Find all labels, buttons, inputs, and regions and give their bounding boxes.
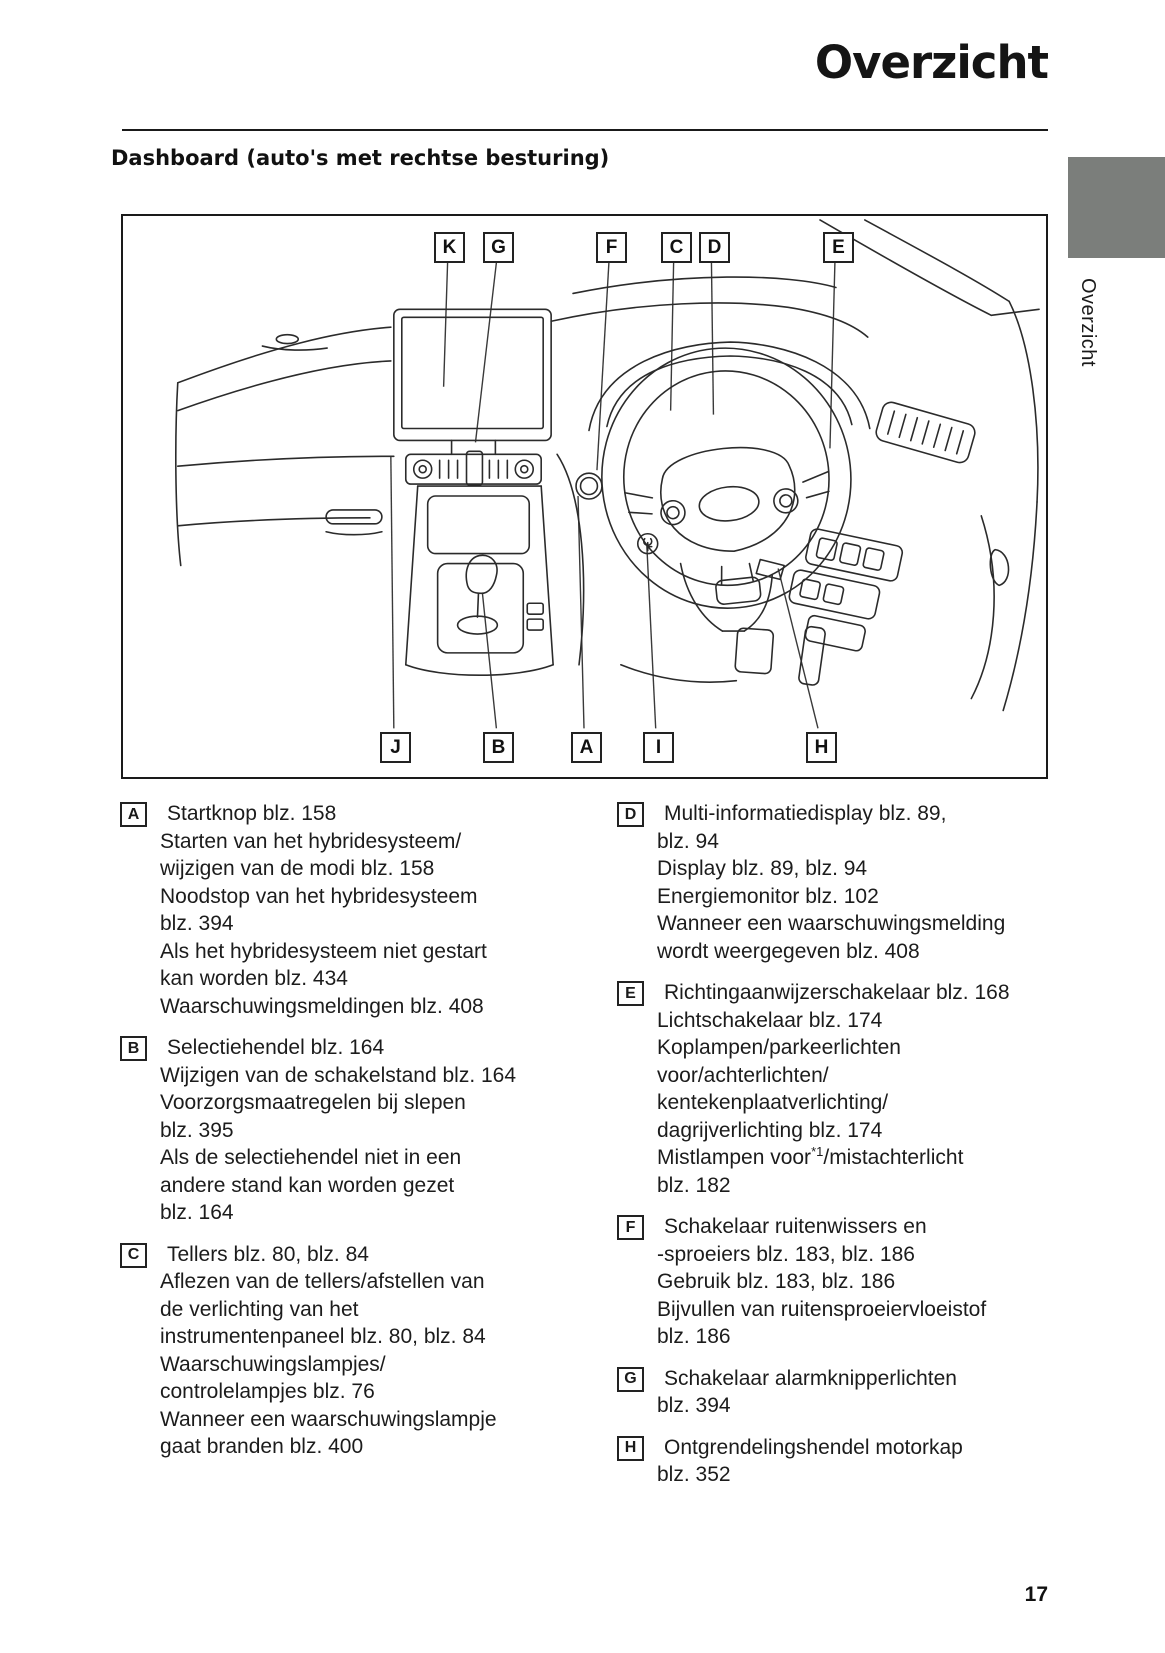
legend-line: Mistlampen voor*1/mistachterlicht	[657, 1144, 964, 1169]
legend-line: Koplampen/parkeerlichten	[657, 1036, 901, 1059]
legend-line: Wanneer een waarschuwingslampje	[160, 1407, 497, 1431]
section-heading: Dashboard (auto's met rechtse besturing)	[111, 146, 610, 170]
legend-line: blz. 394	[160, 912, 234, 935]
legend-line: blz. 395	[160, 1118, 234, 1142]
chapter-tab-label: Overzicht	[1077, 278, 1099, 367]
callout-F: F	[596, 232, 627, 263]
legend-label: H	[617, 1435, 644, 1461]
callout-D: D	[699, 232, 730, 263]
legend-line: de verlichting van het	[160, 1297, 359, 1321]
page-title: Overzicht	[814, 36, 1049, 89]
legend-column-right: D Multi-informatiedisplay blz. 89, blz. 94…	[617, 800, 1087, 1503]
legend-item-H: H Ontgrendelingshendel motorkap blz. 352	[617, 1434, 1087, 1489]
legend-item-D: D Multi-informatiedisplay blz. 89, blz. 94…	[617, 800, 1087, 965]
legend-line: Startknop blz. 158	[167, 802, 337, 825]
callout-G: G	[483, 232, 514, 263]
callout-K: K	[434, 232, 465, 263]
legend-line: Selectiehendel blz. 164	[167, 1036, 385, 1059]
legend-label: D	[617, 802, 644, 827]
callout-A: A	[571, 732, 602, 763]
legend-line: Schakelaar ruitenwissers en	[664, 1215, 927, 1238]
legend-line: Lichtschakelaar blz. 174	[657, 1008, 883, 1032]
legend-item-G: G Schakelaar alarmknipperlichten blz. 394	[617, 1365, 1087, 1420]
page-number: 17	[1024, 1583, 1048, 1606]
legend-line: Als het hybridesysteem niet gestart	[160, 939, 487, 963]
legend-label: A	[120, 802, 147, 827]
legend-line: Bijvullen van ruitensproeiervloeistof	[657, 1297, 987, 1321]
legend-line: Energiemonitor blz. 102	[657, 884, 879, 908]
legend-label: F	[617, 1215, 644, 1240]
legend-line: Multi-informatiedisplay blz. 89,	[664, 802, 947, 825]
legend-line: instrumentenpaneel blz. 80, blz. 84	[160, 1325, 486, 1348]
legend-line: Als de selectiehendel niet in een	[160, 1146, 462, 1169]
legend-line: kentekenplaatverlichting/	[657, 1091, 889, 1114]
legend-line: Wanneer een waarschuwingsmelding	[657, 912, 1006, 935]
legend-line: Starten van het hybridesysteem/	[160, 829, 462, 853]
legend-line: blz. 164	[160, 1201, 234, 1224]
legend-label: C	[120, 1242, 147, 1268]
callout-J: J	[380, 732, 411, 763]
legend-line: dagrijverlichting blz. 174	[657, 1118, 883, 1142]
callout-E: E	[823, 232, 854, 263]
legend-line: voor/achterlichten/	[657, 1063, 829, 1087]
legend-line: Waarschuwingsmeldingen blz. 408	[160, 994, 484, 1018]
callout-H: H	[806, 732, 837, 763]
legend-line: -sproeiers blz. 183, blz. 186	[657, 1242, 915, 1266]
legend-item-C: C Tellers blz. 80, blz. 84 Aflezen van de …	[120, 1241, 590, 1461]
legend-label: G	[617, 1366, 644, 1392]
legend-line: wordt weergegeven blz. 408	[657, 939, 920, 963]
callout-B: B	[483, 732, 514, 763]
legend-line: gaat branden blz. 400	[160, 1435, 364, 1458]
legend-line: Noodstop van het hybridesysteem	[160, 884, 478, 908]
legend-item-F: F Schakelaar ruitenwissers en -sproeiers b…	[617, 1213, 1087, 1351]
legend-line: kan worden blz. 434	[160, 967, 348, 990]
legend-line: blz. 394	[657, 1394, 731, 1417]
legend-line: blz. 186	[657, 1325, 731, 1348]
legend-line: wijzigen van de modi blz. 158	[160, 857, 435, 880]
chapter-tab	[1068, 157, 1165, 258]
legend-line: blz. 352	[657, 1463, 731, 1486]
callout-leader-lines	[390, 262, 836, 729]
legend-line: andere stand kan worden gezet	[160, 1173, 455, 1197]
dashboard-line-art	[175, 219, 1040, 712]
legend-line: controlelampjes blz. 76	[160, 1380, 375, 1403]
callout-I: I	[643, 732, 674, 763]
legend-label: E	[617, 981, 644, 1006]
legend-line: Aflezen van de tellers/afstellen van	[160, 1270, 485, 1293]
legend-line: Display blz. 89, blz. 94	[657, 857, 868, 880]
legend-line: Tellers blz. 80, blz. 84	[167, 1242, 369, 1266]
legend-line: Voorzorgsmaatregelen bij slepen	[160, 1091, 466, 1114]
legend-line: Gebruik blz. 183, blz. 186	[657, 1270, 896, 1293]
dashboard-illustration	[175, 219, 1040, 729]
legend-line: Ontgrendelingshendel motorkap	[664, 1435, 963, 1459]
legend-line: blz. 94	[657, 829, 719, 853]
legend-label: B	[120, 1036, 147, 1061]
title-rule	[122, 129, 1048, 131]
callout-C: C	[661, 232, 692, 263]
legend-line: Richtingaanwijzerschakelaar blz. 168	[664, 981, 1010, 1004]
legend-line: Waarschuwingslampjes/	[160, 1352, 386, 1376]
legend-line: blz. 182	[657, 1173, 731, 1197]
legend-line: Schakelaar alarmknipperlichten	[664, 1366, 957, 1390]
legend-line: Wijzigen van de schakelstand blz. 164	[160, 1063, 517, 1087]
